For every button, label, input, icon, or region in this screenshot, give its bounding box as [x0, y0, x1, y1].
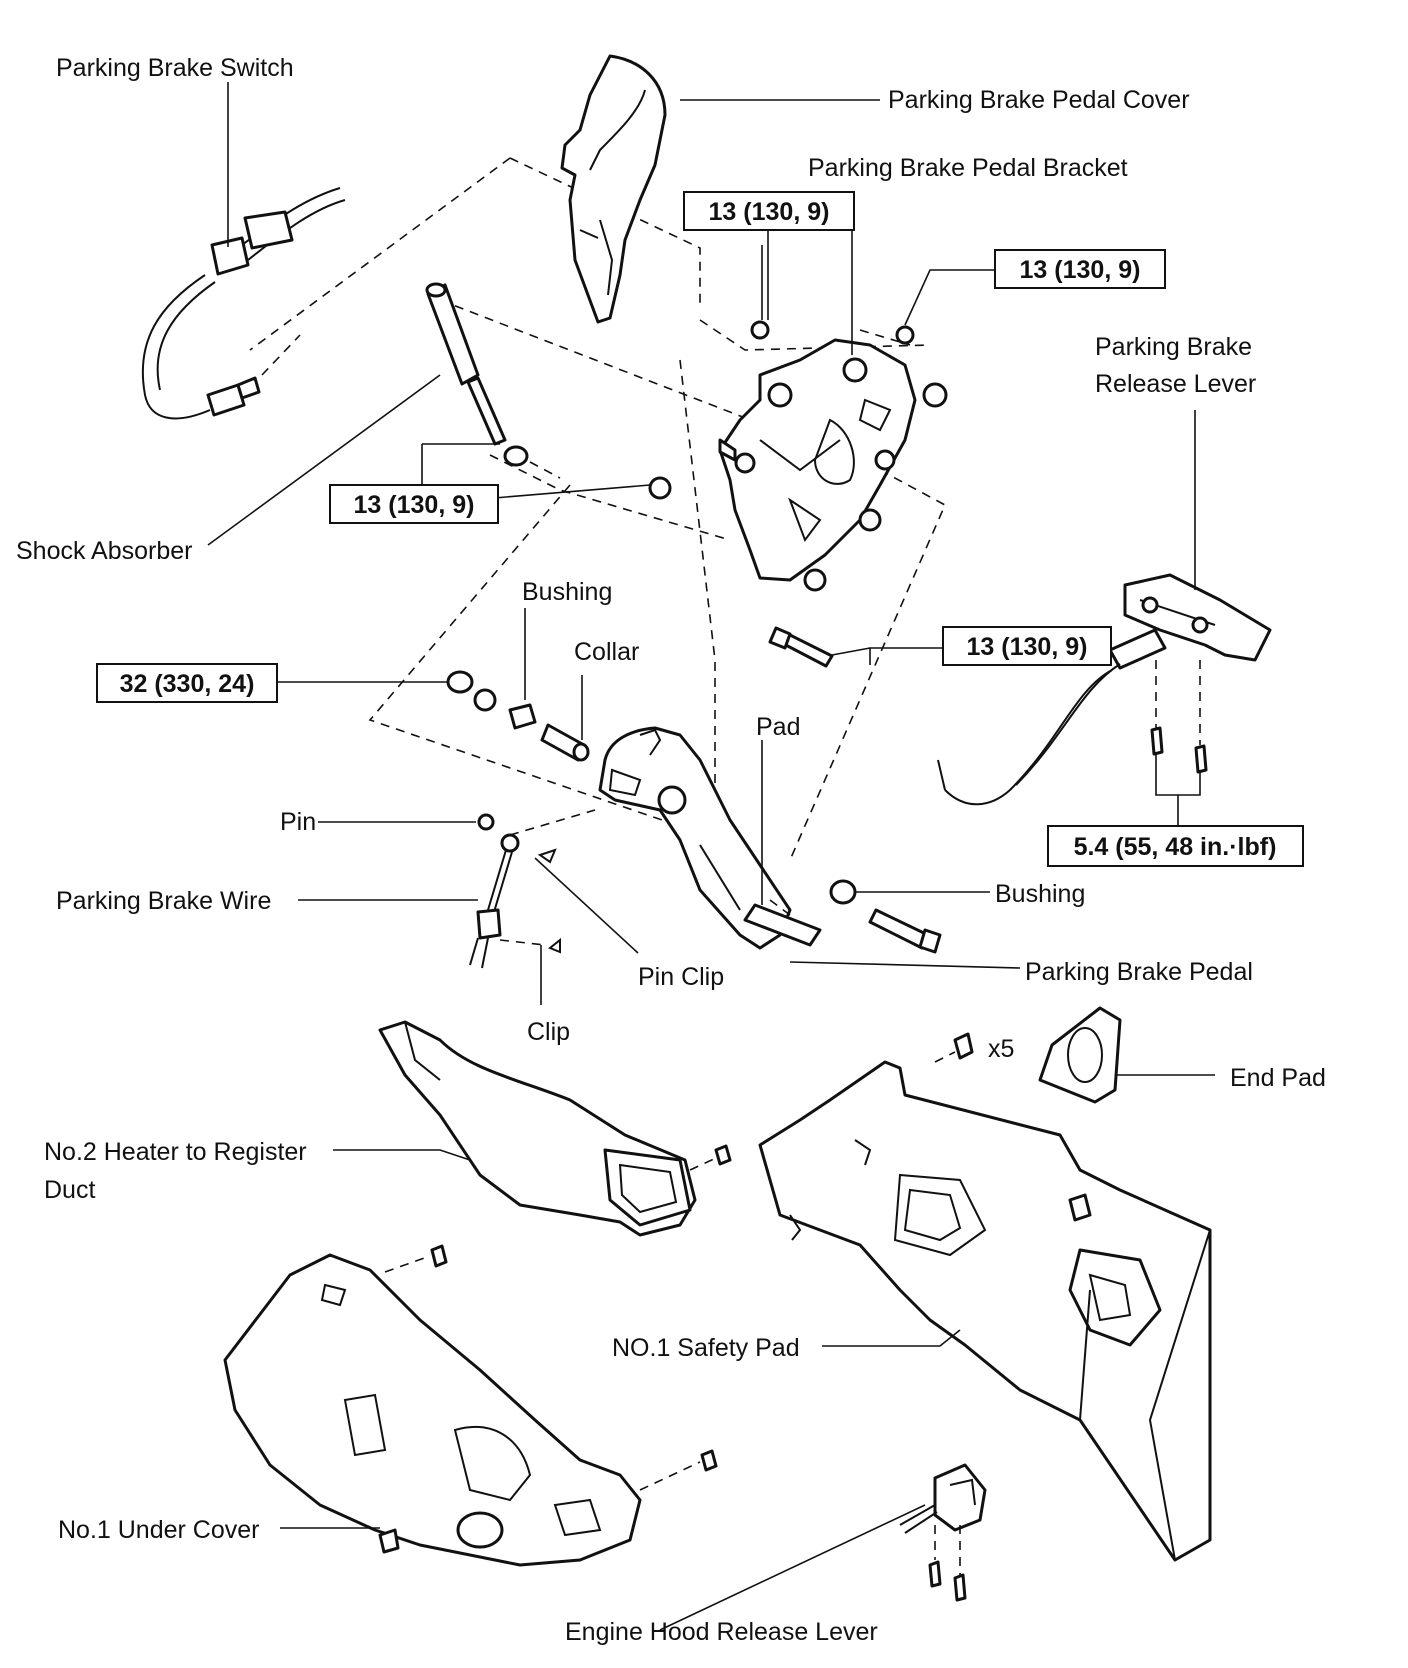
torque-spec-bracket-right: 13 (130, 9) — [994, 249, 1166, 289]
torque-spec-text: 5.4 (55, 48 in.·lbf) — [1074, 833, 1277, 861]
label-under-cover: No.1 Under Cover — [58, 1516, 259, 1544]
label-clip: Clip — [527, 1018, 570, 1046]
label-pad: Pad — [756, 713, 800, 741]
pivot-hardware — [446, 670, 590, 762]
label-engine-hood-release-lever: Engine Hood Release Lever — [565, 1618, 878, 1646]
no1-under-cover — [223, 1244, 718, 1567]
pedal-bushing-bolt — [768, 626, 942, 954]
label-release-lever-line1: Parking Brake — [1095, 333, 1252, 361]
label-pin-clip: Pin Clip — [638, 963, 724, 991]
label-x5: x5 — [988, 1035, 1014, 1063]
label-end-pad: End Pad — [1230, 1064, 1326, 1092]
label-bushing-upper: Bushing — [522, 578, 612, 606]
label-parking-brake-pedal-cover: Parking Brake Pedal Cover — [888, 86, 1190, 114]
part-labels: Parking Brake Switch Parking Brake Pedal… — [16, 54, 1326, 1646]
label-parking-brake-pedal: Parking Brake Pedal — [1025, 958, 1253, 986]
no1-safety-pad — [758, 1060, 1212, 1562]
torque-spec-shock-absorber: 13 (130, 9) — [329, 484, 499, 524]
parking-brake-pedal-bracket — [718, 320, 948, 592]
label-shock-absorber: Shock Absorber — [16, 537, 193, 565]
torque-spec-bracket-left: 13 (130, 9) — [683, 191, 855, 231]
parking-brake-pedal-cover — [560, 54, 667, 324]
torque-spec-text: 13 (130, 9) — [709, 198, 830, 226]
shock-absorber — [425, 282, 672, 500]
label-safety-pad: NO.1 Safety Pad — [612, 1334, 800, 1362]
label-parking-brake-switch: Parking Brake Switch — [56, 54, 294, 82]
label-parking-brake-pedal-bracket: Parking Brake Pedal Bracket — [808, 154, 1128, 182]
torque-spec-bracket-bolt: 13 (130, 9) — [942, 626, 1112, 666]
engine-hood-release-lever — [899, 1463, 987, 1602]
parking-brake-release-lever — [937, 573, 1272, 806]
torque-spec-text: 13 (130, 9) — [1020, 256, 1141, 284]
parking-brake-pedal — [598, 726, 822, 950]
parking-brake-switch — [141, 187, 346, 420]
torque-spec-text: 13 (130, 9) — [967, 633, 1088, 661]
torque-spec-text: 32 (330, 24) — [120, 670, 255, 698]
label-bushing-lower: Bushing — [995, 880, 1085, 908]
parking-brake-wire-assembly — [469, 813, 561, 969]
label-heater-duct-line1: No.2 Heater to Register — [44, 1138, 307, 1166]
end-pad — [934, 1006, 1122, 1104]
label-parking-brake-wire: Parking Brake Wire — [56, 887, 271, 915]
label-release-lever-line2: Release Lever — [1095, 370, 1256, 398]
heater-to-register-duct — [378, 1020, 732, 1237]
label-pin: Pin — [280, 808, 316, 836]
torque-spec-text: 13 (130, 9) — [354, 491, 475, 519]
torque-spec-pedal-pivot: 32 (330, 24) — [96, 663, 278, 703]
label-collar: Collar — [574, 638, 639, 666]
label-heater-duct-line2: Duct — [44, 1176, 95, 1204]
torque-spec-release-lever: 5.4 (55, 48 in.·lbf) — [1047, 825, 1304, 867]
